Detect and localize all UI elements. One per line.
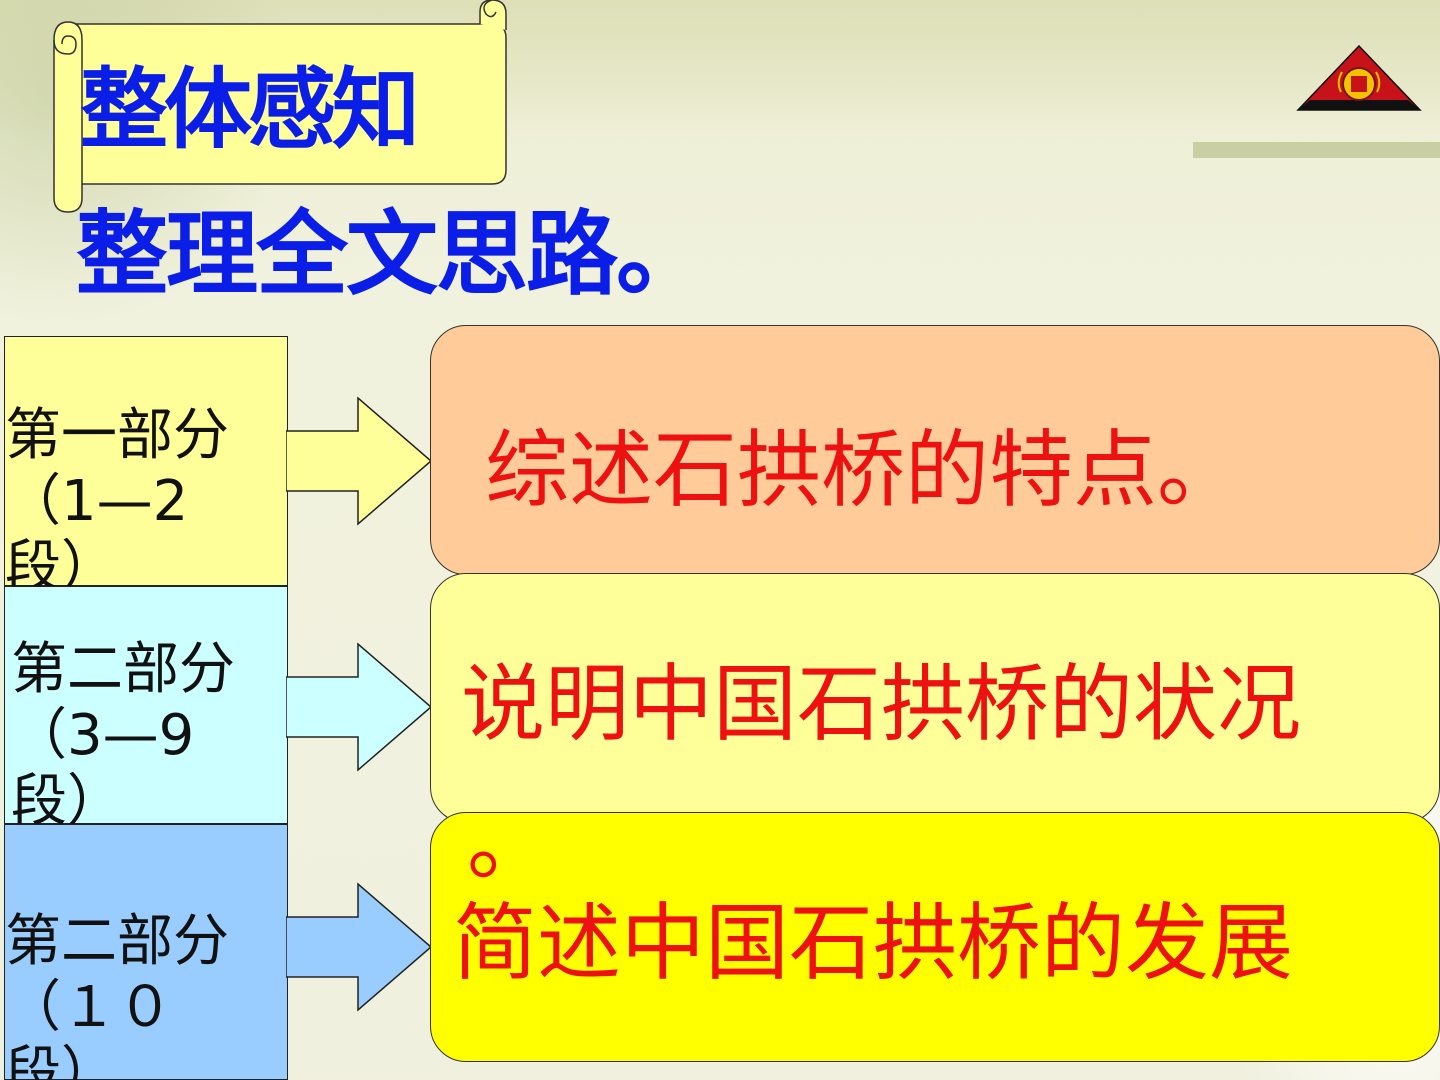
section-box-3: 第二部分 （１０ 段） [4, 824, 288, 1080]
accent-line [1193, 142, 1440, 158]
section-label-1: 第一部分 （1—2 段） [5, 403, 229, 600]
section-box-1: 第一部分 （1—2 段） [4, 336, 288, 600]
title-scroll-banner [40, 0, 510, 215]
scroll-shape [53, 0, 507, 213]
section-box-2: 第二部分 （3—9 段） [4, 586, 288, 834]
slide-subtitle: 整理全文思路。 [76, 201, 708, 308]
summary-box-1: 综述石拱桥的特点。 [430, 325, 1440, 575]
summary-box-2: 说明中国石拱桥的状况 [430, 573, 1440, 823]
section-label-2: 第二部分 （3—9 段） [11, 637, 235, 834]
arrow-right-icon [286, 642, 433, 772]
summary-text-2-tail: 。 [467, 794, 552, 892]
arrow-right-icon [286, 882, 433, 1012]
summary-box-3: 。 简述中国石拱桥的发展 [430, 795, 1440, 1062]
summary-text-3: 简述中国石拱桥的发展 [453, 894, 1294, 992]
section-label-3: 第二部分 （１０ 段） [5, 909, 229, 1080]
summary-text-1: 综述石拱桥的特点。 [485, 421, 1242, 519]
banner-title: 整体感知 [80, 58, 420, 161]
emblem-triangle-icon [1296, 44, 1422, 112]
arrow-right-icon [286, 396, 433, 526]
summary-text-2: 说明中国石拱桥的状况 [461, 655, 1302, 753]
